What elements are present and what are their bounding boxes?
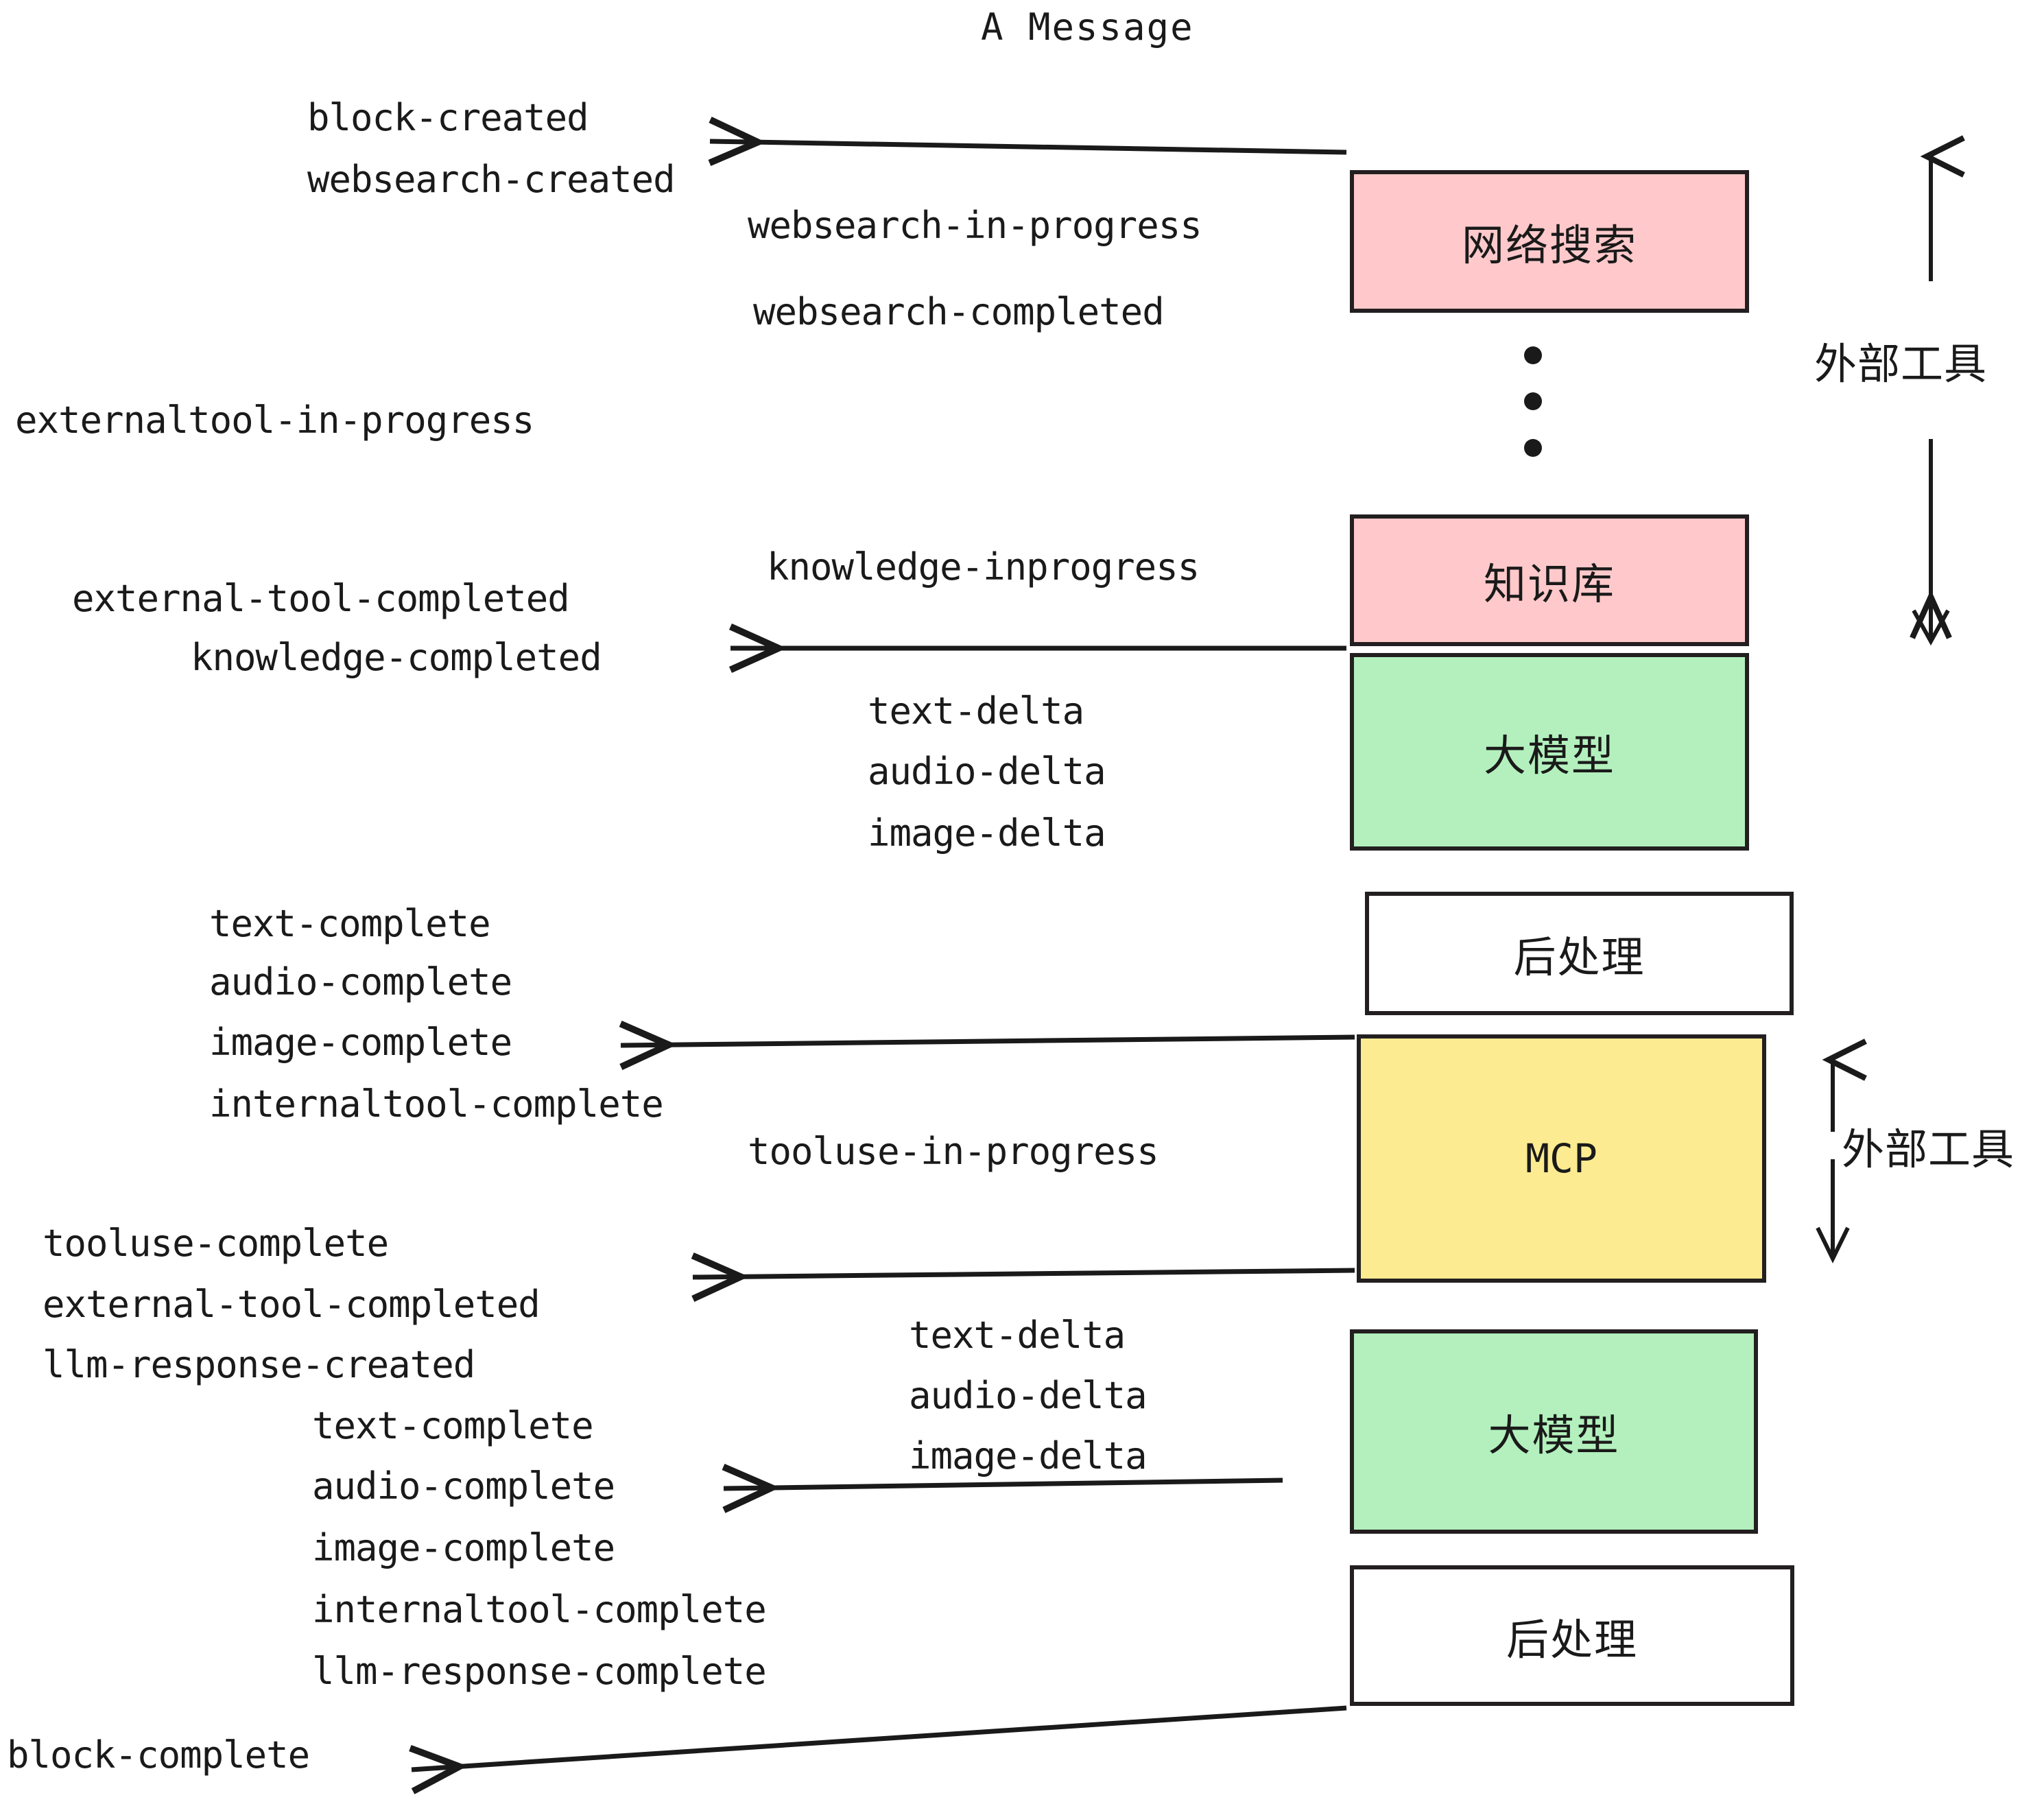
event-audio-complete-1: audio-complete <box>209 960 512 1004</box>
external-tools-top-double-arrow <box>1914 135 1965 646</box>
box-postprocess-2-label: 后处理 <box>1506 1614 1638 1665</box>
label-external-tools-top: 外部工具 <box>1814 339 1988 389</box>
event-tooluse-in-progress: tooluse-in-progress <box>748 1130 1159 1173</box>
event-block-complete: block-complete <box>7 1733 310 1777</box>
box-llm-2-label: 大模型 <box>1488 1410 1620 1460</box>
event-image-complete-1: image-complete <box>209 1021 512 1064</box>
event-audio-delta-1: audio-delta <box>868 750 1106 793</box>
event-externaltool-in-progress: externaltool-in-progress <box>15 399 534 442</box>
event-internaltool-complete-1: internaltool-complete <box>209 1082 664 1126</box>
event-llm-response-complete: llm-response-complete <box>312 1650 767 1693</box>
event-websearch-created: websearch-created <box>307 158 676 201</box>
page-title: A Message <box>981 5 1194 49</box>
ellipsis-dot-2 <box>1524 392 1542 410</box>
event-external-tool-completed-2: external-tool-completed <box>43 1283 540 1326</box>
event-websearch-in-progress: websearch-in-progress <box>748 204 1202 247</box>
event-knowledge-completed: knowledge-completed <box>191 636 602 679</box>
event-websearch-completed: websearch-completed <box>753 290 1165 333</box>
box-knowledge[interactable]: 知识库 <box>1350 514 1749 646</box>
box-llm-1[interactable]: 大模型 <box>1350 653 1749 851</box>
event-audio-delta-2: audio-delta <box>909 1374 1148 1417</box>
event-image-delta-1: image-delta <box>868 811 1106 855</box>
box-mcp-label: MCP <box>1525 1135 1597 1182</box>
event-llm-response-created: llm-response-created <box>43 1343 475 1386</box>
event-text-complete-2: text-complete <box>312 1404 594 1447</box>
event-image-delta-2: image-delta <box>909 1434 1148 1477</box>
arrow-postprocess1-to-image-complete <box>621 1037 1355 1045</box>
box-llm-2[interactable]: 大模型 <box>1350 1329 1758 1534</box>
arrow-llm2-to-audio-complete <box>724 1480 1283 1488</box>
label-external-tools-bottom: 外部工具 <box>1842 1124 2015 1174</box>
event-image-complete-2: image-complete <box>312 1526 615 1569</box>
ellipsis-dot-3 <box>1524 439 1542 457</box>
box-postprocess-2[interactable]: 后处理 <box>1350 1565 1794 1706</box>
box-postprocess-1-label: 后处理 <box>1513 932 1645 982</box>
event-internaltool-complete-2: internaltool-complete <box>312 1588 767 1631</box>
box-llm-1-label: 大模型 <box>1483 731 1615 781</box>
arrow-postprocess2-to-block-complete <box>412 1705 1347 1770</box>
arrow-websearch-to-block-created <box>710 141 1347 152</box>
event-audio-complete-2: audio-complete <box>312 1464 615 1508</box>
ellipsis-dot-1 <box>1524 346 1542 364</box>
event-knowledge-inprogress: knowledge-inprogress <box>767 545 1200 589</box>
box-postprocess-1[interactable]: 后处理 <box>1365 892 1794 1015</box>
event-external-tool-completed-1: external-tool-completed <box>72 577 570 620</box>
event-text-complete-1: text-complete <box>209 902 491 945</box>
event-text-delta-2: text-delta <box>909 1314 1126 1357</box>
event-text-delta-1: text-delta <box>868 689 1084 733</box>
event-tooluse-complete: tooluse-complete <box>43 1222 389 1265</box>
box-mcp[interactable]: MCP <box>1357 1034 1766 1283</box>
box-websearch-label: 网络搜索 <box>1461 220 1637 270</box>
box-knowledge-label: 知识库 <box>1483 559 1615 609</box>
arrow-mcp-to-tooluse-complete <box>693 1270 1355 1277</box>
event-block-created: block-created <box>307 96 589 139</box>
box-websearch[interactable]: 网络搜索 <box>1350 170 1749 313</box>
